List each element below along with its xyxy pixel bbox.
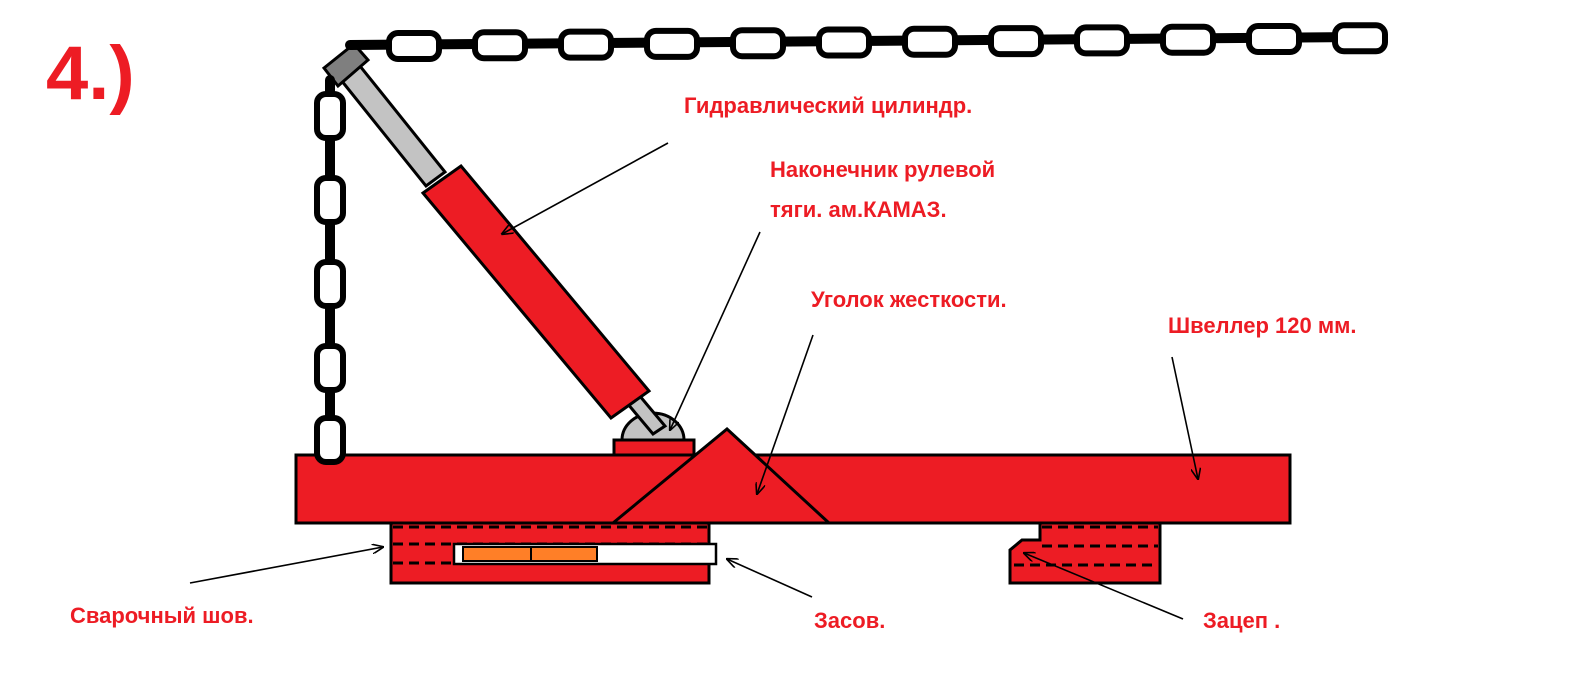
label-hook: Зацеп . [1203, 608, 1281, 633]
chain-link [988, 25, 1044, 58]
arrow-channel [1171, 356, 1198, 479]
hydraulic-cylinder-body [420, 163, 652, 421]
chain-link [386, 30, 442, 62]
step-number: 4.) [46, 31, 135, 116]
latch-bolt-right [530, 546, 598, 562]
chain-link [472, 29, 528, 62]
chain-link [730, 27, 786, 60]
chain-link [314, 415, 346, 465]
chain-link [1332, 22, 1388, 55]
label-weld-seam: Сварочный шов. [70, 603, 254, 628]
chain-link [816, 26, 872, 59]
chain-link [558, 28, 614, 61]
label-hydraulic-cylinder: Гидравлический цилиндр. [684, 93, 973, 118]
latch-bolt-left [462, 546, 532, 562]
chain-link [314, 343, 346, 393]
label-stiffening-angle: Уголок жесткости. [811, 287, 1007, 312]
chain-link [1160, 23, 1216, 56]
stiffening-angle [608, 427, 833, 525]
chain-link [1246, 23, 1302, 55]
arrow-weld-seam [189, 547, 383, 584]
label-latch: Засов. [814, 608, 886, 633]
chain-link [902, 25, 958, 58]
chain-link [314, 91, 346, 141]
label-tie-rod-end-line2: тяги. ам.КАМАЗ. [770, 197, 947, 222]
arrow-tie-rod-end [670, 231, 761, 430]
chain-icon [314, 75, 346, 465]
cylinder-upper-rod [338, 63, 448, 189]
arrow-stiffening-angle [757, 334, 814, 494]
hook-block [1008, 521, 1162, 585]
chain-link [314, 259, 346, 309]
arrow-latch [727, 559, 813, 598]
chain-icon [345, 22, 1388, 62]
arrow-hook [1024, 553, 1184, 620]
label-channel: Швеллер 120 мм. [1168, 313, 1357, 338]
chain-link [314, 175, 346, 225]
chain-link [1074, 24, 1130, 57]
tie-rod-plate [612, 438, 696, 457]
arrow-hydraulic-cylinder [502, 142, 669, 234]
chain-link [644, 27, 700, 60]
label-tie-rod-end-line1: Наконечник рулевой [770, 157, 996, 182]
